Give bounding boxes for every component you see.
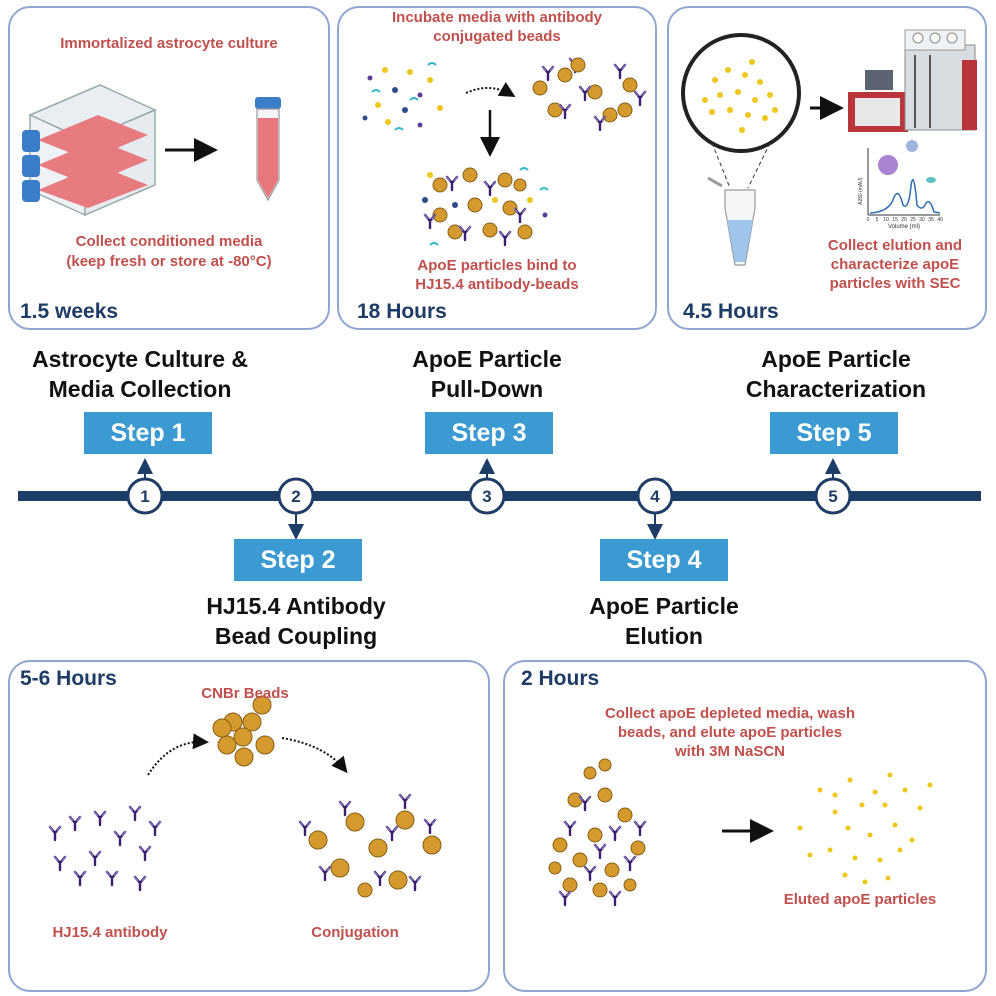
panel1-bottom-line1: Collect conditioned media bbox=[75, 233, 263, 250]
conjugation-arrow-2 bbox=[281, 737, 348, 774]
step-1-title-line2: Media Collection bbox=[48, 376, 232, 402]
panel5-bottom-line1: Collect elution and bbox=[827, 237, 963, 254]
incubate-arrow bbox=[465, 82, 516, 98]
step-4-title-line1: ApoE Particle bbox=[589, 593, 739, 619]
chart-tick-label: 30 bbox=[919, 217, 925, 223]
node-number-3: 3 bbox=[482, 487, 491, 506]
chart-tick-label: 25 bbox=[910, 217, 916, 223]
panel2-top-text: CNBr Beads bbox=[201, 685, 289, 702]
eluted-particles-icon bbox=[797, 772, 933, 885]
duration-step-4: 2 Hours bbox=[521, 667, 600, 690]
panel-step-3 bbox=[337, 6, 657, 330]
step-4-label: Step 4 bbox=[600, 539, 728, 581]
duration-step-3: 18 Hours bbox=[357, 300, 447, 323]
step-5-title-line2: Characterization bbox=[745, 376, 927, 402]
panel4-top-line3: with 3M NaSCN bbox=[674, 743, 785, 760]
step-3-title-line1: ApoE Particle bbox=[412, 346, 562, 372]
chart-tick-label: 15 bbox=[892, 217, 898, 223]
cnbr-beads-icon bbox=[212, 695, 275, 767]
panel4-right-text: Eluted apoE particles bbox=[783, 891, 937, 908]
node-number-1: 1 bbox=[140, 487, 149, 506]
chart-tick-label: 40 bbox=[937, 217, 943, 223]
node-number-5: 5 bbox=[828, 487, 837, 506]
bound-particles-icon bbox=[422, 167, 549, 247]
panel2-right-text: Conjugation bbox=[311, 924, 399, 941]
step-5-title-line1: ApoE Particle bbox=[761, 346, 911, 372]
panel4-top-line1: Collect apoE depleted media, wash bbox=[604, 705, 856, 722]
duration-step-1: 1.5 weeks bbox=[20, 300, 119, 323]
panel3-top-line1: Incubate media with antibody bbox=[391, 9, 603, 26]
timeline-node-5: 5 bbox=[814, 477, 852, 515]
chart-xlabel: Volume (ml) bbox=[888, 224, 920, 230]
step-2-label: Step 2 bbox=[234, 539, 362, 581]
chart-tick-label: 5 bbox=[876, 217, 879, 223]
antibodies-icon bbox=[47, 804, 163, 892]
panel4-top-line2: beads, and elute apoE particles bbox=[617, 724, 843, 741]
chart-ylabel: A280 (mAU) bbox=[858, 177, 864, 205]
panel1-top-text: Immortalized astrocyte culture bbox=[60, 35, 278, 52]
conjugation-arrow-1 bbox=[147, 733, 209, 776]
step-2-title-line1: HJ15.4 Antibody bbox=[206, 593, 386, 619]
media-dots-icon bbox=[362, 62, 443, 131]
microtube-icon bbox=[707, 176, 756, 266]
panel3-top-line2: conjugated beads bbox=[433, 28, 561, 45]
panel1-bottom-line2: (keep fresh or store at -80°C) bbox=[66, 253, 272, 270]
panel5-bottom-line3: particles with SEC bbox=[829, 275, 961, 292]
step-1-title-line1: Astrocyte Culture & bbox=[32, 346, 248, 372]
beads-bound-icon bbox=[548, 758, 648, 907]
node-number-4: 4 bbox=[650, 487, 660, 506]
culture-flask-icon bbox=[22, 84, 157, 217]
timeline-node-2: 2 bbox=[277, 477, 315, 515]
timeline-node-4: 4 bbox=[636, 477, 674, 515]
panel3-bottom-line2: HJ15.4 antibody-beads bbox=[415, 276, 579, 293]
panel5-bottom-line2: characterize apoE bbox=[830, 256, 960, 273]
chart-tick-label: 20 bbox=[901, 217, 907, 223]
step-2-title-line2: Bead Coupling bbox=[214, 623, 378, 649]
step-3-label: Step 3 bbox=[425, 412, 553, 454]
step-5-label: Step 5 bbox=[770, 412, 898, 454]
duration-step-5: 4.5 Hours bbox=[683, 300, 779, 323]
chart-tick-label: 10 bbox=[883, 217, 889, 223]
duration-step-2: 5-6 Hours bbox=[20, 667, 117, 690]
beads-with-antibodies-icon bbox=[532, 56, 648, 132]
node-number-2: 2 bbox=[291, 487, 300, 506]
step-1-label: Step 1 bbox=[84, 412, 212, 454]
timeline-node-3: 3 bbox=[468, 477, 506, 515]
sec-instrument-icon bbox=[848, 29, 977, 132]
timeline-node-1: 1 bbox=[126, 477, 164, 515]
step-3-title-line2: Pull-Down bbox=[430, 376, 544, 402]
step-4-title-line2: Elution bbox=[625, 623, 703, 649]
magnified-particles-icon bbox=[681, 33, 801, 153]
conjugated-beads-icon bbox=[297, 792, 442, 898]
panel-step-4 bbox=[503, 660, 987, 992]
conical-tube-icon bbox=[255, 97, 281, 202]
chart-tick-label: 35 bbox=[928, 217, 934, 223]
panel2-left-text: HJ15.4 antibody bbox=[52, 924, 168, 941]
panel3-bottom-line1: ApoE particles bind to bbox=[417, 257, 577, 274]
chart-tick-label: 0 bbox=[867, 217, 870, 223]
